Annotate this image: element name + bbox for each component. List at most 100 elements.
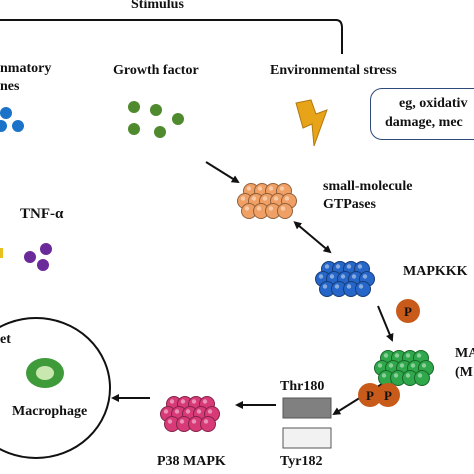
- arrow-gtpase-mapkkk: [293, 221, 332, 254]
- mapkk-cluster-highlight: [381, 373, 387, 378]
- gtpase-cluster-highlight: [268, 206, 274, 211]
- mapkkk-cluster: [315, 261, 375, 297]
- mapkkk-cluster-highlight: [346, 264, 352, 269]
- p38-cluster-highlight: [202, 399, 208, 404]
- mapkk-label-line1: MA: [455, 346, 474, 361]
- mapkk-cluster-highlight: [383, 353, 389, 358]
- tnf-label: TNF-α: [20, 206, 64, 222]
- stress-example-box: eg, oxidativ damage, mec: [370, 88, 474, 140]
- p38-cluster-highlight: [163, 409, 169, 414]
- growth-factor-label: Growth factor: [113, 63, 199, 78]
- stimulus-title: Stimulus: [131, 0, 184, 12]
- gtpases-label-line2: GTPases: [323, 197, 376, 212]
- mapkk-cluster-highlight: [417, 373, 423, 378]
- stimulus-bracket: [0, 19, 343, 54]
- p38-cluster-highlight: [167, 419, 173, 424]
- svg-text:P: P: [366, 388, 374, 403]
- mapkkk-label: MAPKKK: [403, 264, 468, 279]
- phospho-single-icon: P: [396, 299, 420, 323]
- mapkkk-cluster-highlight: [351, 274, 357, 279]
- gtpase-cluster-subunit: [277, 203, 293, 219]
- p38-cluster-highlight: [169, 399, 175, 404]
- tyr-box: [282, 427, 332, 449]
- p38-cluster-highlight: [191, 419, 197, 424]
- gtpase-cluster-highlight: [280, 206, 286, 211]
- gtpase-cluster-highlight: [279, 186, 285, 191]
- mapkk-cluster-highlight: [410, 363, 416, 368]
- p38-cluster: [160, 396, 220, 432]
- mapkk-cluster-highlight: [393, 373, 399, 378]
- gtpases-label-line1: small-molecule: [323, 179, 413, 194]
- p38-cluster-highlight: [174, 409, 180, 414]
- lightning-icon: [295, 99, 328, 147]
- stress-example-line2: damage, mec: [385, 115, 463, 130]
- macrophage-label: Macrophage: [12, 404, 88, 419]
- p38-cluster-highlight: [180, 399, 186, 404]
- mapkkk-cluster-highlight: [329, 274, 335, 279]
- inflammatory-dot: [0, 120, 7, 132]
- p38-cluster-highlight: [203, 419, 209, 424]
- mapkk-cluster-highlight: [405, 373, 411, 378]
- p38-cluster-highlight: [207, 409, 213, 414]
- growth-factor-dots: [128, 101, 184, 138]
- mapkkk-cluster-highlight: [358, 284, 364, 289]
- thr-box: [282, 397, 332, 419]
- mapkk-cluster-subunit: [414, 370, 430, 386]
- mapkkk-cluster-highlight: [335, 264, 341, 269]
- stress-example-line1: eg, oxidativ: [399, 96, 468, 111]
- svg-text:P: P: [404, 304, 412, 319]
- p38-cluster-highlight: [185, 409, 191, 414]
- tnf-dots: [0, 243, 52, 271]
- growth-dot: [128, 101, 140, 113]
- mapkk-cluster-highlight: [399, 363, 405, 368]
- tnf-dot: [24, 251, 36, 263]
- tnf-dot: [37, 259, 49, 271]
- tyr-label: Tyr182: [280, 454, 323, 469]
- gtpase-cluster-highlight: [262, 196, 268, 201]
- inflammatory-dot: [0, 107, 12, 119]
- p38-cluster-highlight: [191, 399, 197, 404]
- mapkkk-cluster-highlight: [346, 284, 352, 289]
- environmental-stress-label: Environmental stress: [270, 63, 397, 78]
- mapkk-cluster-highlight: [377, 363, 383, 368]
- p38-cluster-highlight: [196, 409, 202, 414]
- macrophage-nucleus: [36, 366, 54, 380]
- gtpase-cluster-highlight: [268, 186, 274, 191]
- gtpase-cluster-highlight: [246, 186, 252, 191]
- mapkk-cluster: [374, 350, 434, 386]
- p38-cluster-subunit: [200, 416, 216, 432]
- gtpase-cluster-highlight: [257, 186, 263, 191]
- mapkk-cluster-highlight: [405, 353, 411, 358]
- gtpase-cluster-highlight: [273, 196, 279, 201]
- mapkkk-cluster-highlight: [324, 264, 330, 269]
- protein-clusters: [160, 183, 434, 432]
- mapkkk-cluster-highlight: [318, 274, 324, 279]
- target-label: et: [0, 332, 11, 347]
- inflammatory-label-line1: nmatory: [0, 61, 52, 76]
- inflammatory-dots: [0, 107, 24, 132]
- mapkkk-cluster-highlight: [357, 264, 363, 269]
- growth-dot: [150, 104, 162, 116]
- growth-dot: [154, 126, 166, 138]
- gtpase-cluster-highlight: [240, 196, 246, 201]
- p38-cluster-highlight: [179, 419, 185, 424]
- mapkkk-cluster-highlight: [322, 284, 328, 289]
- gtpase-cluster-highlight: [284, 196, 290, 201]
- target-cell: [0, 317, 111, 459]
- arrow-growth-to-gtpase: [205, 161, 240, 184]
- gtpase-cluster: [237, 183, 297, 219]
- inflammatory-dot: [12, 120, 24, 132]
- mapkk-cluster-highlight: [394, 353, 400, 358]
- mapkkk-cluster-subunit: [355, 281, 371, 297]
- p38-label: P38 MAPK: [157, 454, 226, 469]
- tnf-yellow-fragment: [0, 248, 3, 258]
- phospho-pair-icon: P P: [358, 383, 400, 407]
- mapkkk-cluster-highlight: [362, 274, 368, 279]
- mapkk-label-line2: (M: [455, 365, 473, 380]
- mapkkk-cluster-highlight: [334, 284, 340, 289]
- thr-label: Thr180: [280, 379, 325, 394]
- gtpase-cluster-highlight: [251, 196, 257, 201]
- mapkkk-cluster-highlight: [340, 274, 346, 279]
